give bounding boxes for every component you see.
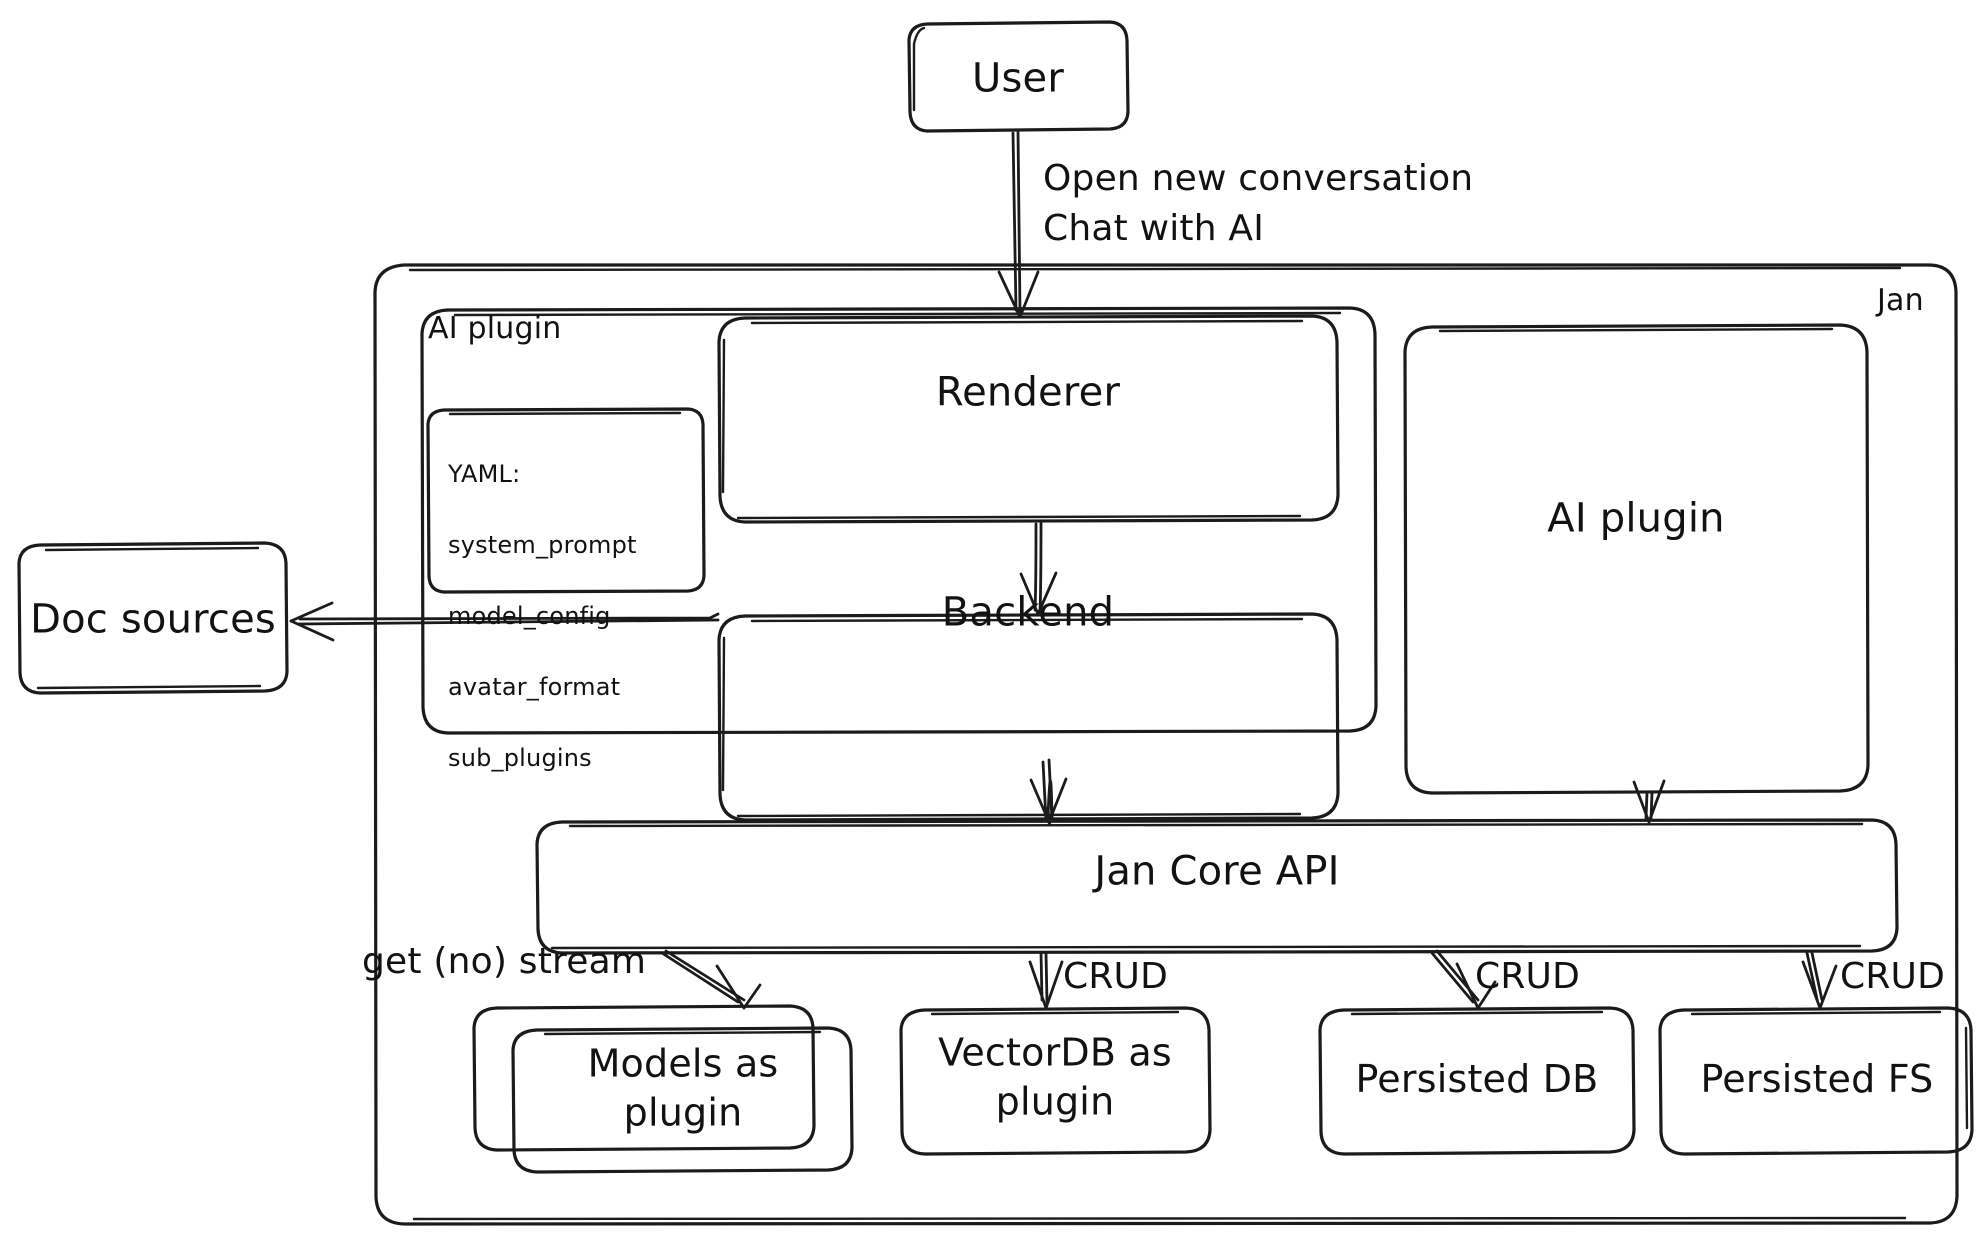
node-models-plugin-shape xyxy=(472,1004,854,1174)
edge-user-to-renderer xyxy=(997,129,1040,319)
node-jan-core-api-shape xyxy=(535,818,1899,955)
node-backend-shape xyxy=(717,612,1340,822)
node-ai-plugin-container-shape xyxy=(420,306,1378,735)
node-vectordb-plugin-shape xyxy=(899,1006,1212,1156)
edge-core-api-to-vectordb xyxy=(1028,951,1064,1010)
edge-backend-to-core-api xyxy=(1029,758,1068,826)
node-yaml-note-shape xyxy=(426,407,706,594)
node-user-shape xyxy=(907,20,1130,133)
edge-ai-plugin-to-core-api xyxy=(1632,779,1666,824)
edge-core-api-to-persisted-fs xyxy=(1801,951,1838,1010)
node-doc-sources-shape xyxy=(17,541,289,695)
node-persisted-db-shape xyxy=(1318,1006,1636,1156)
edge-renderer-to-backend xyxy=(1019,520,1058,616)
edge-core-api-to-persisted-db xyxy=(1430,949,1497,1010)
node-persisted-fs-shape xyxy=(1658,1006,1974,1156)
node-renderer-shape xyxy=(717,314,1340,524)
node-jan-container-shape xyxy=(373,263,1959,1226)
node-ai-plugin-box-shape xyxy=(1403,323,1870,795)
edge-core-api-to-models xyxy=(660,949,762,1010)
edge-backend-to-doc-sources xyxy=(289,601,720,642)
